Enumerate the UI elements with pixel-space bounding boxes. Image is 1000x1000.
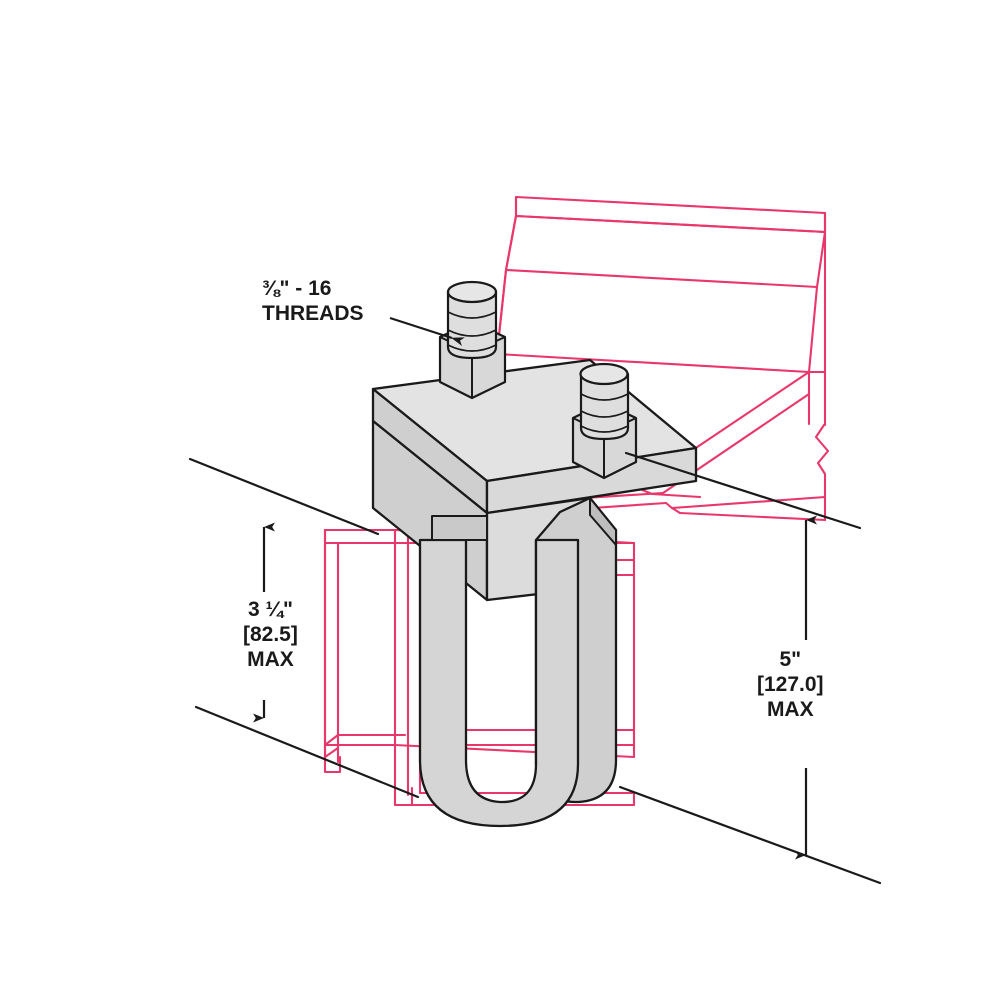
extension-line-left-top [188,457,380,536]
u-shaped-clamp-strap [418,496,618,828]
hex-bolt-rear [438,280,507,400]
threads-leader-line [389,316,465,346]
dimension-label-left: 3 ¼" [82.5] MAX [243,598,298,672]
extension-line-right-bottom [618,785,882,885]
dim-right-metric: [127.0] [757,672,824,696]
extension-line-left-bottom [194,705,420,799]
dim-right-qualifier: MAX [766,697,814,721]
hex-bolt-front [571,362,638,480]
dimension-label-right: 5" [127.0] MAX [757,648,824,722]
threads-size-line: ⅜" - 16 [262,277,332,300]
dim-left-metric: [82.5] [243,622,298,646]
extension-lines [188,451,882,885]
dim-left-imperial: 3 ¼" [247,598,293,621]
extension-line-right-top [624,451,862,530]
threads-word-line: THREADS [262,301,364,325]
dim-right-imperial: 5" [779,648,802,671]
dim-left-qualifier: MAX [247,647,294,671]
threads-callout-label: ⅜" - 16 THREADS [262,277,364,327]
